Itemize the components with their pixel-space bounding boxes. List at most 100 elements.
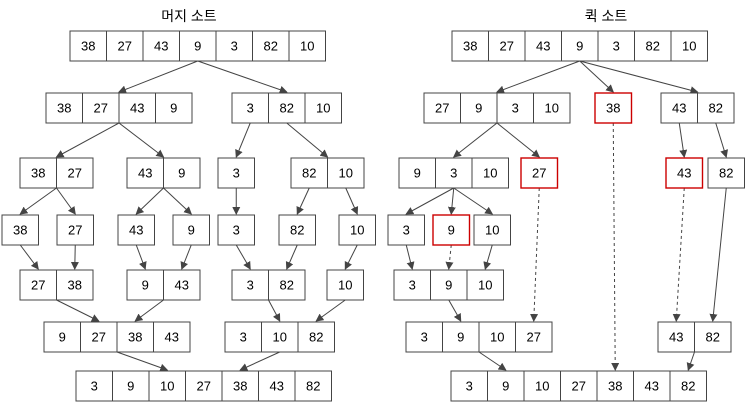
cell-value: 9 [170,101,177,116]
array-cell [670,30,708,62]
arrow-m0-to-m1a [118,60,198,94]
cell-value: 3 [403,223,410,238]
array-cell [327,157,365,189]
cell-value: 27 [68,223,82,238]
arrow-m2a-to-m3b [56,187,76,215]
cell-value: 10 [273,330,287,345]
pivot-cell [432,214,471,246]
cell-value: 3 [512,101,519,116]
array-cell [387,214,425,246]
array-cell [19,269,57,301]
cell-value: 82 [681,379,695,394]
arrow-m1a-to-m2a [55,122,120,158]
cell-value: 82 [290,223,304,238]
cell-value: 43 [677,166,691,181]
dashed-arrow-q1p-to-q6 [611,122,620,371]
arrow-m4c-to-m5b [268,299,281,322]
array-cell [179,30,217,62]
cell-value: 43 [154,39,168,54]
arrow-q4-to-q5a [448,299,462,322]
array-cell [148,370,186,402]
quick-sort-title: 퀵 소트 [585,8,628,24]
arrow-q1a-to-q2p [496,122,541,158]
merge-sort-title: 머지 소트 [161,8,217,24]
cell-value: 10 [485,223,499,238]
arrow-m1b-to-m2d [286,122,329,158]
array-cell [224,321,262,353]
array-cell [268,269,306,301]
array-m3f: 82 [278,214,316,246]
arrow-q0-to-q1p [579,60,614,93]
array-cell [471,157,509,189]
cell-value: 3 [613,39,620,54]
arrow-q3a-to-q4 [405,244,415,270]
dashed-arrow-q2c-to-q5b [672,187,685,322]
cell-value: 27 [572,379,586,394]
arrow-q0-to-q1b [579,60,699,95]
array-cell [153,321,191,353]
array-cell [112,370,150,402]
cell-value: 43 [129,223,143,238]
arrow-m3b-to-m4a [70,244,79,270]
cell-value: 82 [302,166,316,181]
array-q3a: 3 [387,214,425,246]
array-cell [126,157,164,189]
cell-value: 9 [142,278,149,293]
cell-value: 9 [475,101,482,116]
cell-value: 3 [233,166,240,181]
cell-value: 82 [719,166,733,181]
arrow-q0-to-q1a [496,60,580,94]
cell-value: 43 [536,39,550,54]
cell-value: 82 [280,101,294,116]
array-cell [450,370,488,402]
array-cell [252,30,290,62]
cell-value: 27 [532,166,546,181]
cell-value: 82 [309,330,323,345]
array-cell [430,269,468,301]
cell-value: 43 [645,379,659,394]
cell-value: 3 [231,39,238,54]
arrow-m3g-to-m4d [344,244,358,270]
arrow-m1a-to-m2b [118,122,165,158]
arrow-m3d-to-m4b [180,244,192,270]
array-cell [533,92,571,124]
cell-value: 38 [128,330,142,345]
arrow-m5b-to-m6 [239,351,280,371]
arrow-layer [19,60,729,372]
cell-value: 10 [160,379,174,394]
array-cell [326,269,364,301]
cell-value: 38 [68,278,82,293]
cell-value: 82 [646,39,660,54]
cell-value: 43 [165,330,179,345]
cell-value: 38 [13,223,27,238]
cell-value: 38 [233,379,247,394]
array-q3p: 9 [432,214,471,246]
cell-value: 27 [527,330,541,345]
cell-value: 38 [31,166,45,181]
array-cell [231,92,269,124]
array-m3a: 38 [1,214,39,246]
cell-value: 82 [280,278,294,293]
arrow-m3f-to-m4c [285,244,298,270]
array-cell [261,321,299,353]
array-cell [660,92,698,124]
cell-value: 3 [409,278,416,293]
cell-value: 38 [57,101,71,116]
array-cell [19,157,57,189]
arrow-m4a-to-m5a [56,299,100,322]
array-m4d: 10 [326,269,364,301]
arrow-q2a-to-q3c [453,187,494,215]
cell-value: 3 [233,223,240,238]
arrow-q5b-to-q6 [686,351,695,371]
cell-value: 43 [672,101,686,116]
pivot-cell [520,157,559,189]
